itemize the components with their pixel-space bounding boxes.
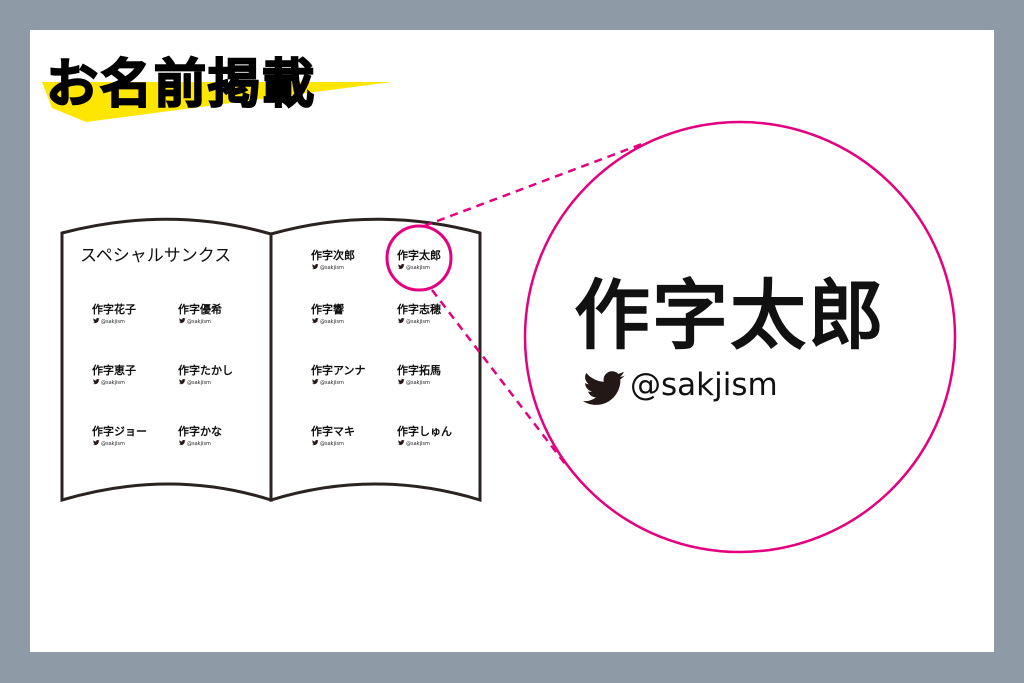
connector-line-bottom <box>431 289 567 466</box>
entry-handle: @sakjism <box>101 380 125 386</box>
zoom-handle: @sakjism <box>630 367 778 403</box>
name-entry: 作字太郎 @sakjism <box>397 248 441 271</box>
entry-name: 作字拓馬 <box>397 363 441 377</box>
name-entry: 作字アンナ @sakjism <box>311 363 366 386</box>
entry-name: 作字響 <box>311 302 344 316</box>
entry-handle: @sakjism <box>320 265 344 271</box>
zoom-circle <box>523 120 957 554</box>
entry-name: 作字たかし <box>178 363 233 377</box>
entry-name: 作字花子 <box>92 302 136 316</box>
entry-name: 作字志穂 <box>397 302 441 316</box>
book-heading: スペシャルサンクス <box>80 246 231 266</box>
highlight-circle <box>385 224 453 292</box>
right-page <box>269 217 482 503</box>
entry-name: 作字恵子 <box>92 363 136 377</box>
name-entry: 作字かな @sakjism <box>178 424 222 447</box>
entry-name: 作字アンナ <box>311 363 366 377</box>
name-entry: 作字花子 @sakjism <box>92 302 136 325</box>
entry-handle: @sakjism <box>187 441 211 447</box>
entry-handle: @sakjism <box>406 441 430 447</box>
name-entry: 作字マキ @sakjism <box>311 424 355 447</box>
entry-handle: @sakjism <box>320 441 344 447</box>
entry-handle: @sakjism <box>187 380 211 386</box>
entry-name: 作字かな <box>178 424 222 438</box>
entry-handle: @sakjism <box>320 380 344 386</box>
connector-line-top <box>423 142 643 228</box>
name-entry: 作字響 @sakjism <box>311 302 344 325</box>
entry-name: 作字ジョー <box>92 424 147 438</box>
entry-handle: @sakjism <box>406 265 430 271</box>
zoom-name: 作字太郎 <box>574 271 886 360</box>
entry-handle: @sakjism <box>406 319 430 325</box>
entry-handle: @sakjism <box>320 319 344 325</box>
title-highlight <box>42 82 392 122</box>
entry-name: 作字マキ <box>311 424 355 438</box>
name-entry: 作字恵子 @sakjism <box>92 363 136 386</box>
entry-handle: @sakjism <box>406 380 430 386</box>
name-entry: 作字次郎 @sakjism <box>311 248 355 271</box>
name-entry: 作字しゅん @sakjism <box>397 424 452 447</box>
entry-handle: @sakjism <box>101 441 125 447</box>
name-entry: 作字ジョー @sakjism <box>92 424 147 447</box>
name-entry: 作字優希 @sakjism <box>178 302 222 325</box>
entry-name: 作字次郎 <box>311 248 355 262</box>
page-title: お名前掲載 <box>46 55 316 115</box>
name-entry: 作字志穂 @sakjism <box>397 302 441 325</box>
entry-handle: @sakjism <box>187 319 211 325</box>
entry-name: 作字優希 <box>178 302 222 316</box>
entry-handle: @sakjism <box>101 319 125 325</box>
entry-name: 作字太郎 <box>397 248 441 262</box>
name-entry: 作字たかし @sakjism <box>178 363 233 386</box>
name-entry: 作字拓馬 @sakjism <box>397 363 441 386</box>
entry-name: 作字しゅん <box>397 424 452 438</box>
